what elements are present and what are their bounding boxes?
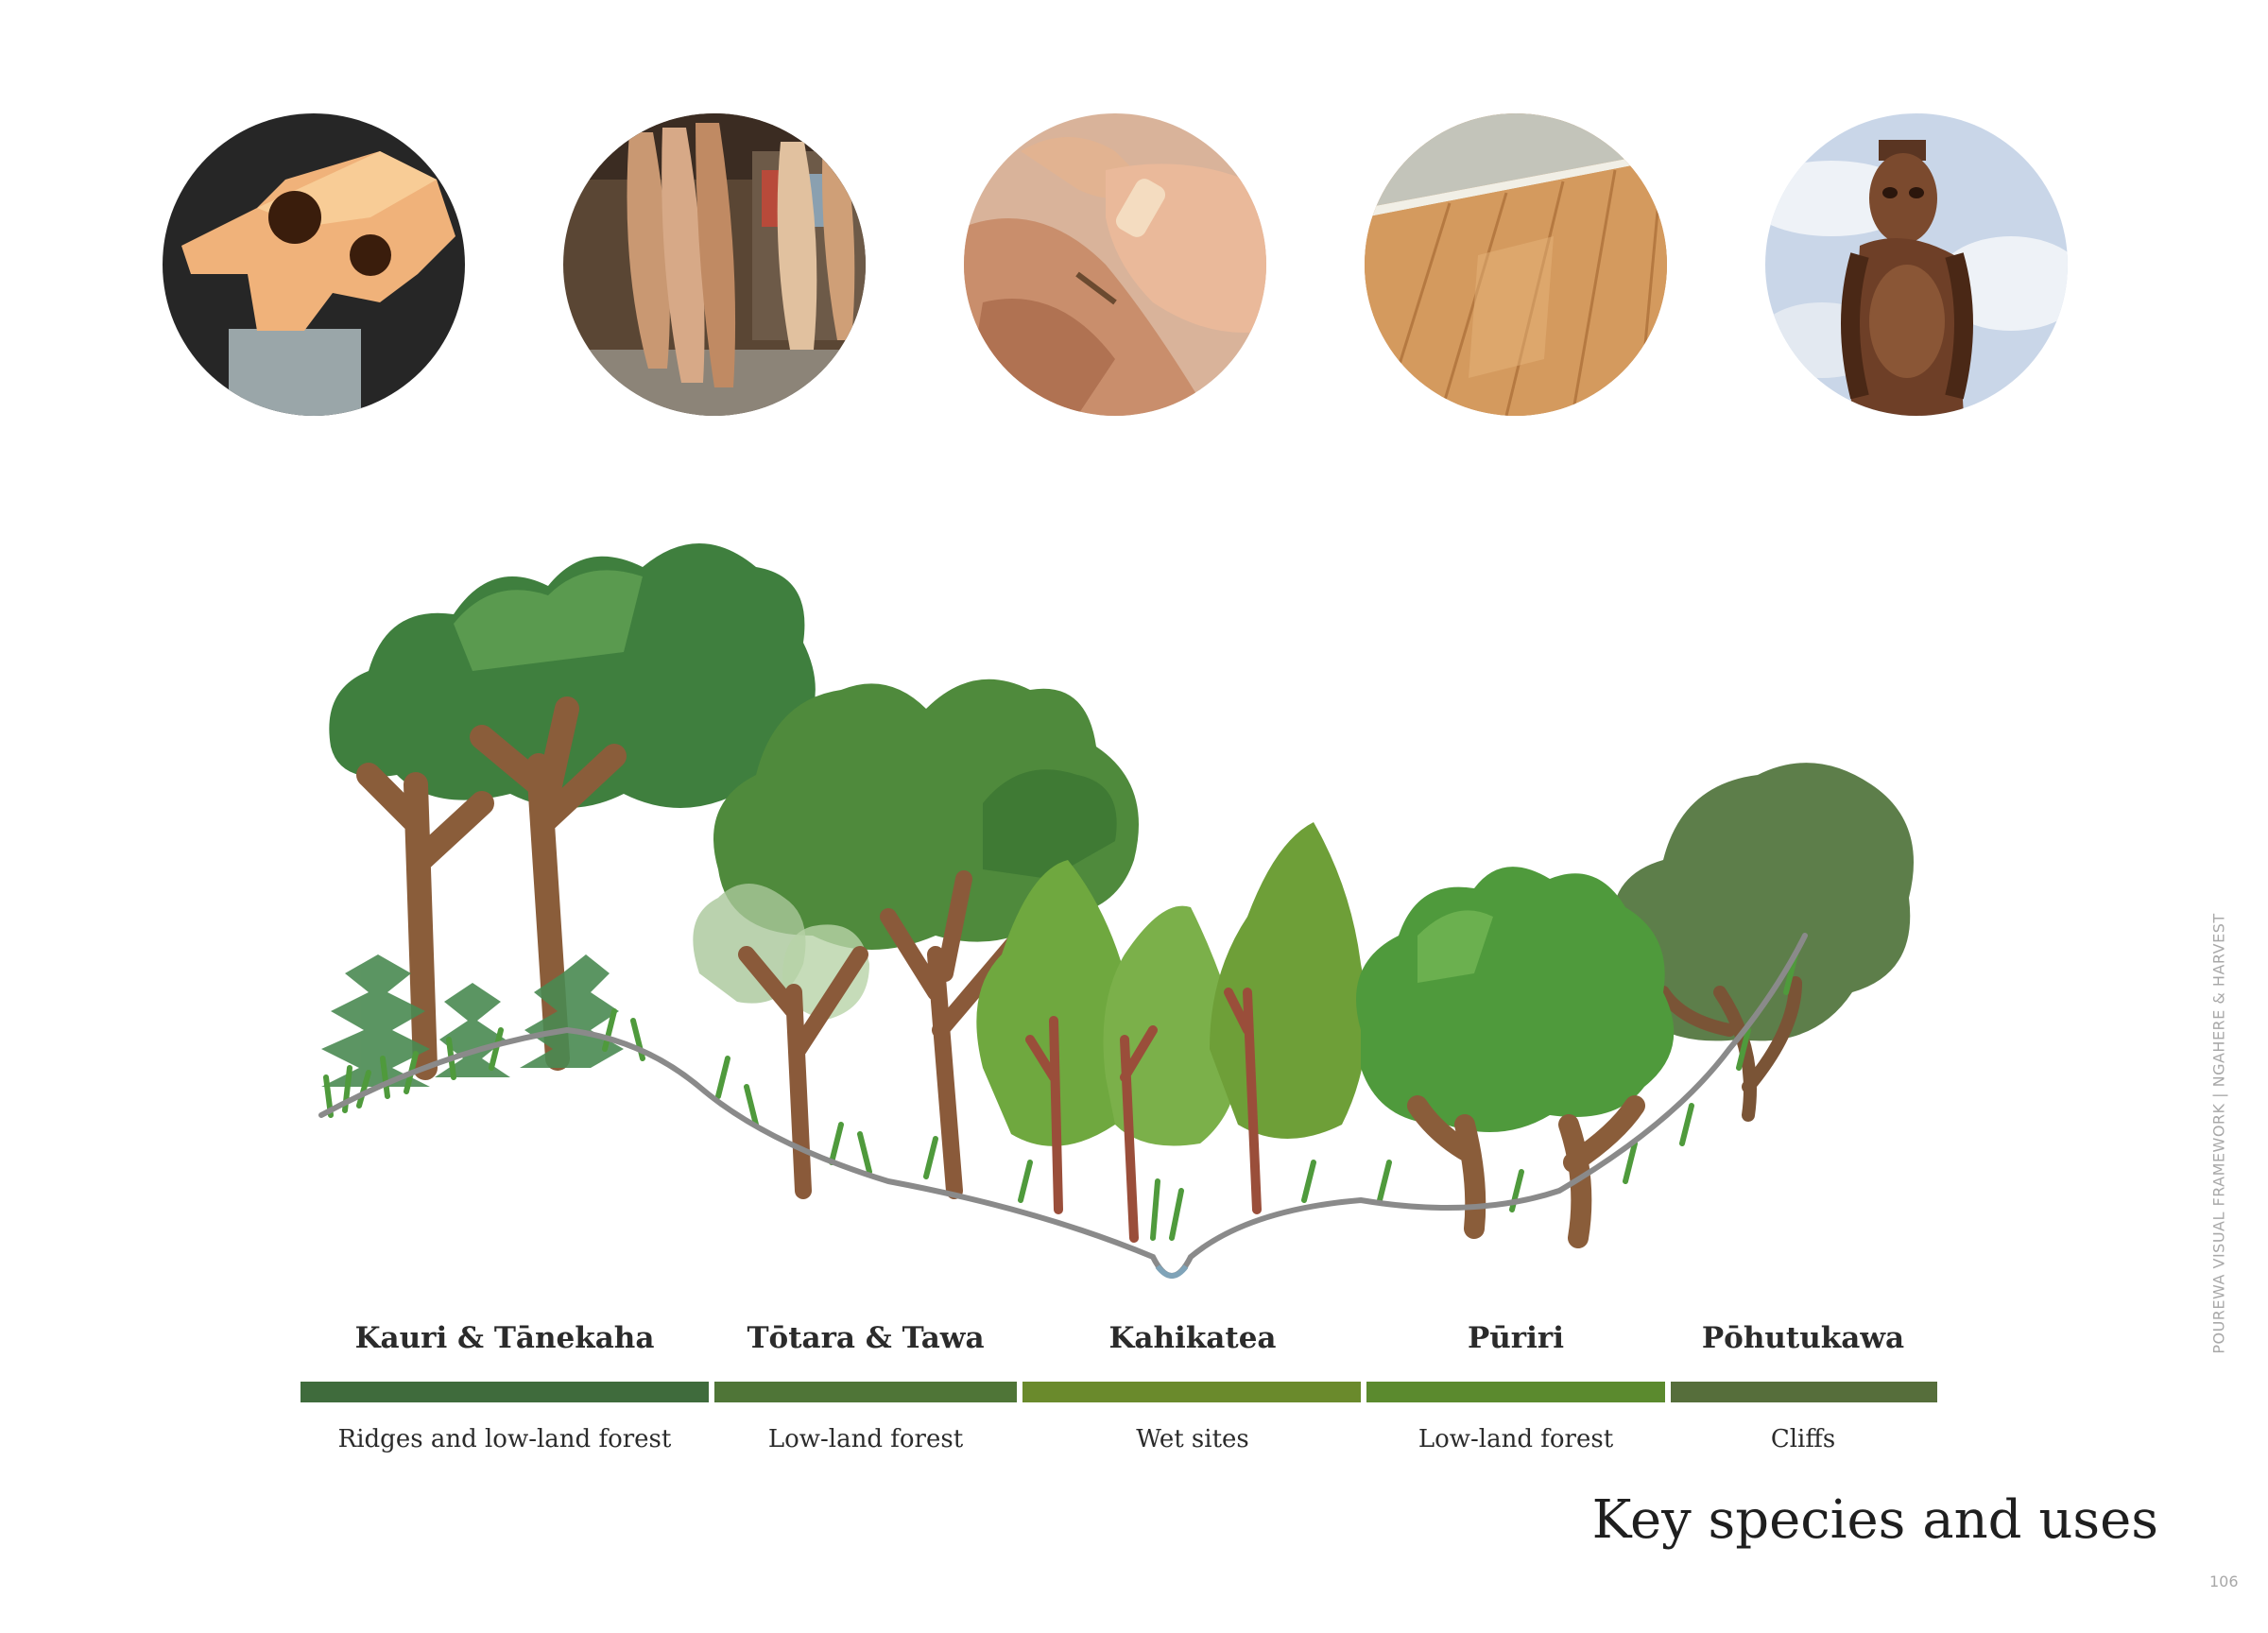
timber-floor-photo — [1365, 113, 1667, 416]
forest-cross-section-illustration — [302, 463, 1928, 1314]
habitat-puriri: Low-land forest — [1418, 1425, 1614, 1453]
species-band-pohutukawa — [1671, 1382, 1937, 1402]
carved-sculpture-photo — [163, 113, 465, 416]
species-name-kahikatea: Kahikatea — [1108, 1321, 1277, 1355]
wooden-paddles-photo — [563, 113, 866, 416]
carved-figure-photo — [1765, 113, 2068, 416]
species-name-kauri: Kauri & Tānekaha — [354, 1321, 655, 1355]
use-photo-row — [0, 0, 2268, 435]
species-band-kauri — [301, 1382, 709, 1402]
wood-carving-hands-photo — [964, 113, 1266, 416]
species-name-pohutukawa: Pōhutukawa — [1701, 1321, 1905, 1355]
page-number: 106 — [2209, 1573, 2239, 1590]
species-band-kahikatea — [1022, 1382, 1361, 1402]
page-title: Key species and uses — [1591, 1489, 2158, 1551]
habitat-kahikatea: Wet sites — [1136, 1425, 1249, 1453]
document-side-label: POUREWA VISUAL FRAMEWORK | NGAHERE & HAR… — [2209, 913, 2228, 1354]
species-name-totara: Tōtara & Tawa — [747, 1321, 985, 1355]
habitat-totara: Low-land forest — [767, 1425, 964, 1453]
species-name-puriri: Pūriri — [1467, 1321, 1565, 1355]
habitat-pohutukawa: Cliffs — [1770, 1425, 1836, 1453]
species-band-puriri — [1366, 1382, 1665, 1402]
habitat-kauri: Ridges and low-land forest — [337, 1425, 672, 1453]
species-band-totara — [714, 1382, 1017, 1402]
habitats-row: Ridges and low-land forest Low-land fore… — [0, 1425, 2268, 1472]
species-names-row: Kauri & Tānekaha Tōtara & Tawa Kahikatea… — [0, 1321, 2268, 1378]
